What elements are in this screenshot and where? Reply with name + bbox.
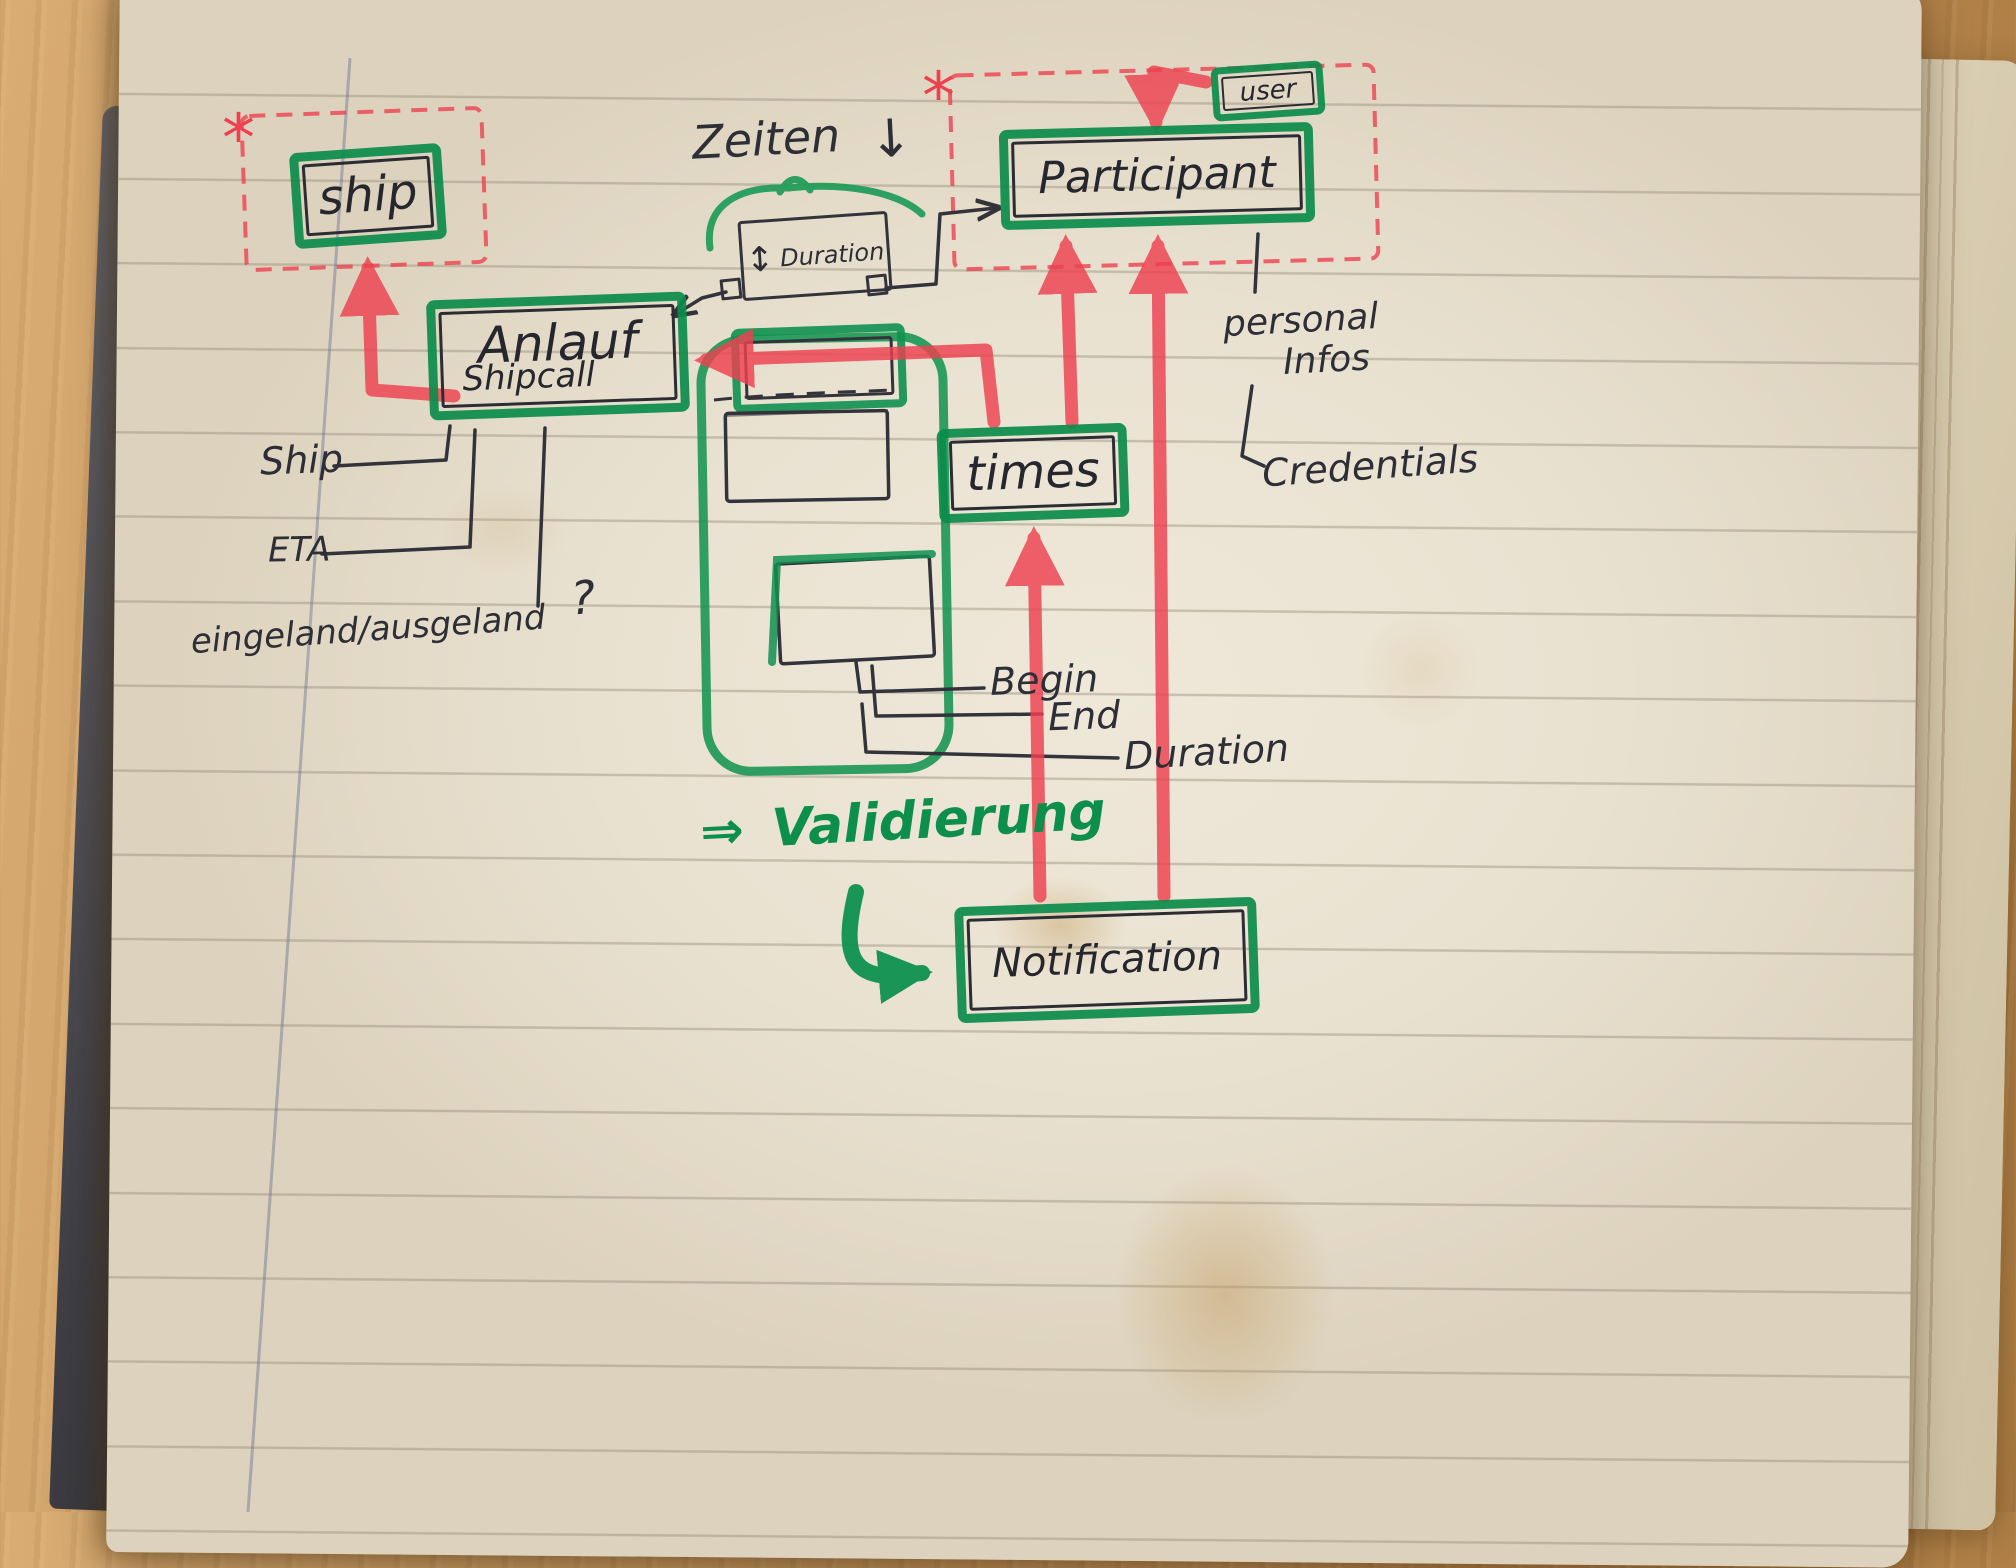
sketch-box-middle [723, 408, 891, 504]
connector-credentials [1240, 384, 1266, 468]
connector-port-left [719, 277, 743, 301]
duration-attr-label: Duration [1122, 725, 1291, 779]
end-attr-label: End [1047, 692, 1121, 740]
zeiten-text: Zeiten [690, 108, 842, 170]
connector-eta-attr [320, 428, 477, 556]
duration-box-label: Duration [779, 237, 886, 273]
shipcall-entity-sublabel: Shipcall [461, 354, 596, 399]
asterisk-ship: * [222, 100, 255, 177]
user-entity-label: user [1220, 70, 1316, 112]
zeiten-heading: Zeiten ↓ [691, 100, 914, 171]
connector-inout-attr [536, 426, 547, 608]
ship-attr-label: Ship [259, 436, 344, 484]
personal-infos-label: personal Infos [1222, 296, 1382, 386]
margin-line [246, 57, 352, 1512]
ship-entity-box: ship [288, 142, 448, 250]
participant-entity-box: Participant [998, 121, 1316, 231]
connector-personal-infos [1253, 232, 1260, 294]
connector-end [870, 664, 1044, 718]
arrow-times-to-participant [1037, 234, 1098, 429]
arrow-user-to-participant [1124, 65, 1213, 134]
arrow-shipcall-to-ship [339, 256, 461, 403]
eta-attr-label: ETA [267, 529, 331, 571]
sketch-strokes [239, 57, 1381, 1512]
down-arrow-icon: ↓ [867, 108, 915, 171]
shipcall-entity-box: Anlauf Shipcall [425, 291, 691, 421]
notification-entity-box: Notification [954, 896, 1260, 1024]
connector-duration-to-shipcall [676, 290, 728, 314]
sketch-box-bottom [768, 550, 937, 666]
times-entity-box: times [936, 422, 1130, 524]
arrow-notification-to-times [1004, 526, 1065, 903]
connector-port-right [865, 273, 889, 297]
notebook-photo: ship Participant user Anlauf Shipcall ti… [49, 0, 2016, 1568]
arrow-notification-to-participant [1128, 234, 1189, 903]
arrow-times-to-shipcall [694, 328, 1001, 429]
implies-arrow-icon: ⇒ [698, 800, 746, 863]
red-marker-arrows [339, 65, 1213, 903]
user-entity-box: user [1210, 60, 1326, 122]
connector-ship-attr [332, 424, 452, 468]
ship-entity-label: ship [301, 155, 435, 237]
green-times-container [696, 332, 954, 776]
times-entity-label: times [948, 435, 1118, 511]
personal-infos-line2: Infos [1282, 337, 1371, 383]
connector-begin [854, 660, 986, 694]
green-brace [705, 176, 926, 252]
asterisk-participant: * [922, 58, 955, 135]
duration-box: ↕ Duration [737, 210, 893, 302]
question-mark: ? [568, 569, 598, 626]
green-hook-arrow [841, 884, 933, 1004]
ink-connectors [320, 208, 1266, 760]
connector-duration-to-participant [884, 208, 996, 290]
participant-entity-label: Participant [1011, 134, 1303, 218]
updown-arrow-icon: ↕ [744, 238, 776, 281]
notification-entity-label: Notification [966, 909, 1248, 1011]
